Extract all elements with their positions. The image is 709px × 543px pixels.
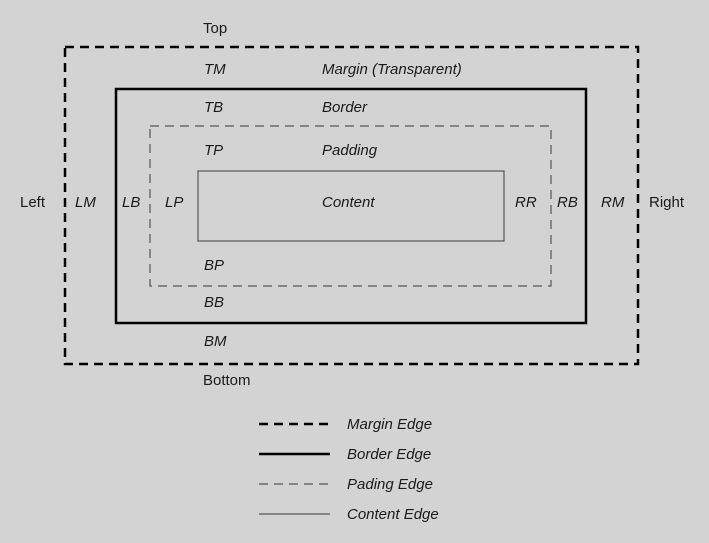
- abbrev-left-border: LB: [122, 194, 141, 211]
- abbrev-left-padding: LP: [165, 194, 184, 211]
- region-label-content: Content: [322, 194, 375, 211]
- abbrev-top-padding: TP: [204, 142, 224, 159]
- region-label-margin: Margin (Transparent): [322, 61, 462, 78]
- border-edge: [114, 87, 588, 325]
- legend-label-margin-edge: Margin Edge: [347, 416, 433, 433]
- abbrev-bottom-border: BB: [204, 294, 225, 311]
- margin-edge: [63, 45, 640, 366]
- abbrev-top-border: TB: [204, 99, 224, 116]
- legend-label-content-edge: Content Edge: [347, 506, 439, 523]
- side-label-left: Left: [20, 194, 46, 211]
- abbrev-right-border: RB: [557, 194, 578, 211]
- side-label-bottom: Bottom: [203, 372, 251, 389]
- abbrev-bottom-margin: BM: [204, 333, 227, 350]
- abbrev-right-margin: RM: [601, 194, 625, 211]
- content-edge: [197, 170, 505, 242]
- abbrev-left-margin: LM: [75, 194, 96, 211]
- abbrev-right-padding: RR: [515, 194, 537, 211]
- abbrev-top-margin: TM: [204, 61, 226, 78]
- side-label-right: Right: [649, 194, 685, 211]
- legend-label-border-edge: Border Edge: [347, 446, 432, 463]
- padding-edge: [149, 125, 552, 287]
- region-label-padding: Padding: [322, 142, 378, 159]
- side-label-top: Top: [203, 20, 228, 37]
- region-label-border: Border: [322, 99, 368, 116]
- legend-label-padding-edge: Pading Edge: [347, 476, 433, 493]
- abbrev-bottom-padding: BP: [204, 257, 225, 274]
